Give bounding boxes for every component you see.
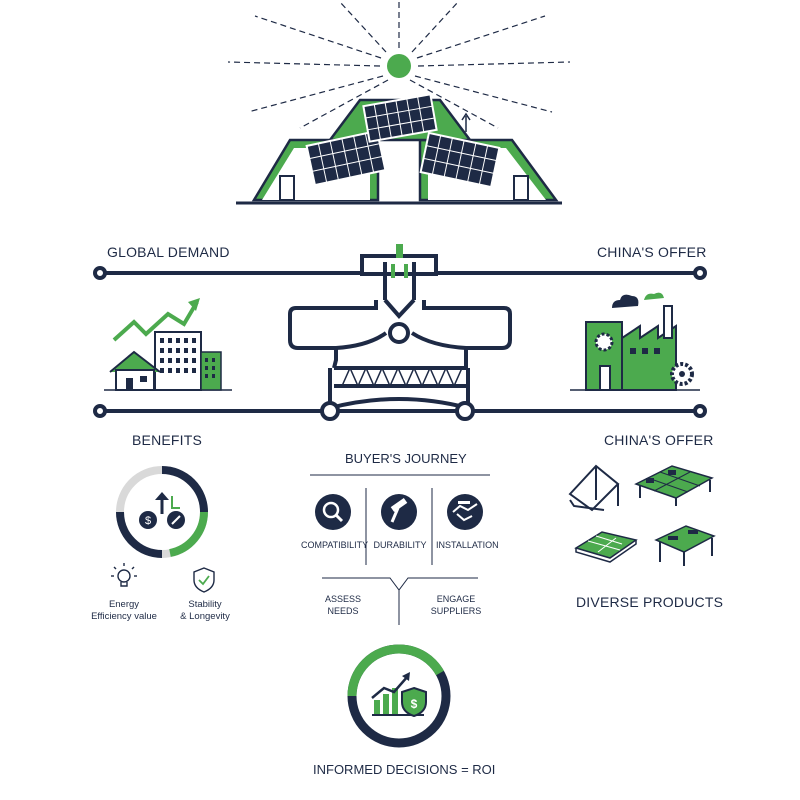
step-assess-line1: ASSESS: [324, 594, 362, 604]
china-offer-top-label: CHINA'S OFFER: [597, 244, 707, 260]
truss-lattice: [341, 366, 463, 388]
lightbulb-icon: [111, 563, 137, 587]
benefits-ring: $: [116, 466, 208, 558]
connector-tab: [396, 244, 403, 258]
hammer-icon: [381, 494, 417, 530]
factory-icon: [570, 292, 700, 391]
step-engage-line1: ENGAGE: [436, 594, 476, 604]
benefits-label: BENEFITS: [132, 432, 203, 448]
flat-panel-icon: [574, 531, 638, 563]
sun-icon: [227, 1, 571, 129]
step-assess-needs: ASSESS NEEDS: [318, 593, 368, 617]
global-demand-city-icon: [104, 298, 232, 391]
china-offer-mid-label: CHINA'S OFFER: [604, 432, 714, 448]
criterion-durability: DURABILITY: [373, 540, 427, 550]
global-demand-label: GLOBAL DEMAND: [107, 244, 230, 260]
criterion-installation: INSTALLATION: [436, 540, 499, 550]
criterion-compatibility: COMPATIBILITY: [301, 540, 369, 550]
mounting-bracket-icon: [568, 464, 620, 512]
step-engage-suppliers: ENGAGE SUPPLIERS: [426, 593, 486, 617]
solar-panel-array-icon: [634, 465, 714, 506]
benefit-stability-line2: & Longevity: [180, 611, 230, 622]
ground-mount-panel-icon: [654, 525, 716, 566]
rooftop-solar-icon: [236, 93, 562, 205]
step-assess-line2: NEEDS: [327, 606, 359, 616]
journey-frame: [310, 474, 490, 625]
svg-text:$: $: [411, 697, 418, 711]
buyers-journey-label: BUYER'S JOURNEY: [345, 451, 467, 466]
benefit-energy-line2: Efficiency value: [91, 611, 157, 622]
svg-text:$: $: [145, 515, 151, 527]
step-engage-line2: SUPPLIERS: [430, 606, 482, 616]
trade-bridge-connector: [93, 254, 707, 421]
roi-ring: $: [347, 644, 451, 748]
shield-check-icon: [193, 567, 215, 593]
magnifier-icon: [315, 494, 351, 530]
benefit-energy-efficiency: Energy Efficiency value: [84, 599, 164, 623]
clamp-green-slots: [391, 264, 408, 278]
benefit-energy-line1: Energy: [108, 599, 140, 610]
handshake-icon: [447, 494, 483, 530]
benefit-stability-line1: Stability: [188, 599, 222, 610]
benefit-stability-longevity: Stability & Longevity: [170, 599, 240, 623]
informed-decisions-label: INFORMED DECISIONS = ROI: [313, 762, 496, 777]
diverse-products-label: DIVERSE PRODUCTS: [576, 594, 724, 610]
